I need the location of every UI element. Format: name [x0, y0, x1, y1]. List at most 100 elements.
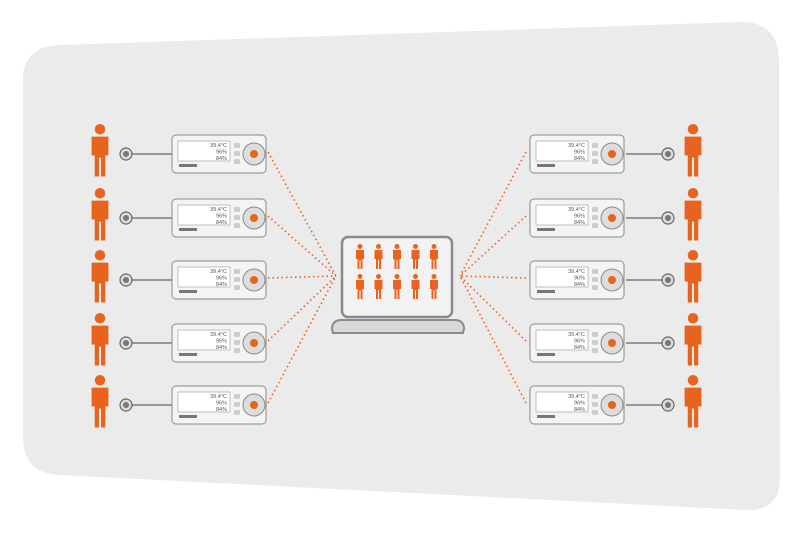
sensor-right-1 [661, 147, 675, 161]
device-reading-hr: 84% [574, 407, 585, 413]
person-body [91, 387, 109, 428]
person-head [376, 274, 381, 279]
person-body [356, 250, 364, 269]
device-indicator [179, 164, 197, 167]
device-button [592, 215, 598, 220]
device-reading-spo2: 96% [574, 150, 585, 156]
device-display [177, 204, 231, 226]
person-body [684, 136, 702, 177]
bedside-monitor-right-1: 39.4°C96%84% [529, 134, 625, 174]
sensor-core [665, 277, 671, 283]
device-reading-temp: 39.4°C [568, 269, 585, 275]
device-display [177, 140, 231, 162]
person-head [687, 375, 699, 386]
device-display [177, 391, 231, 413]
sensor-left-5 [119, 398, 133, 412]
person-head [94, 250, 106, 261]
device-knob-center [250, 214, 258, 222]
bedside-monitor-left-5: 39.4°C96%84% [171, 385, 267, 425]
person-body [684, 200, 702, 241]
device-button [234, 394, 240, 399]
person-head [687, 250, 699, 261]
bedside-monitor-right-4: 39.4°C96%84% [529, 323, 625, 363]
device-knob-center [250, 150, 258, 158]
device-button [592, 159, 598, 164]
device-button [234, 277, 240, 282]
device-display [535, 266, 589, 288]
device-button [234, 143, 240, 148]
device-reading-temp: 39.4°C [568, 394, 585, 400]
person-head [94, 375, 106, 386]
device-reading-temp: 39.4°C [210, 332, 227, 338]
device-button [592, 340, 598, 345]
device-reading-spo2: 96% [574, 339, 585, 345]
device-button [592, 394, 598, 399]
device-reading-hr: 84% [574, 345, 585, 351]
device-button [234, 410, 240, 415]
bedside-monitor-left-1: 39.4°C96%84% [171, 134, 267, 174]
data-link-right-4 [459, 275, 527, 342]
sensor-core [665, 402, 671, 408]
sensor-core [123, 277, 129, 283]
bedside-monitor-left-4: 39.4°C96%84% [171, 323, 267, 363]
patient-left-2 [91, 188, 109, 241]
device-button [234, 223, 240, 228]
bedside-monitor-left-3: 39.4°C96%84% [171, 260, 267, 300]
screen-patient-icon [374, 274, 383, 299]
central-station-laptop [330, 235, 466, 334]
device-button [234, 332, 240, 337]
device-button [592, 269, 598, 274]
device-reading-spo2: 96% [216, 214, 227, 220]
sensor-right-3 [661, 273, 675, 287]
device-button [234, 159, 240, 164]
sensor-left-4 [119, 336, 133, 350]
device-reading-hr: 84% [216, 282, 227, 288]
device-display [535, 204, 589, 226]
person-head [94, 124, 106, 135]
device-indicator [179, 290, 197, 293]
device-button [592, 277, 598, 282]
person-head [431, 274, 437, 279]
person-body [393, 250, 401, 269]
device-reading-temp: 39.4°C [210, 143, 227, 149]
device-reading-spo2: 96% [216, 401, 227, 407]
device-indicator [537, 290, 555, 293]
person-body [411, 280, 420, 299]
device-knob-center [608, 339, 616, 347]
device-reading-hr: 84% [216, 156, 227, 162]
device-reading-spo2: 96% [574, 401, 585, 407]
device-button [592, 207, 598, 212]
data-link-left-1 [267, 151, 337, 277]
person-head [394, 244, 400, 249]
screen-patient-icon [411, 274, 420, 299]
patient-right-3 [684, 250, 702, 303]
person-head [687, 188, 699, 199]
device-knob-center [250, 276, 258, 284]
screen-patient-icon [430, 244, 438, 269]
data-link-right-2 [459, 215, 527, 277]
sensor-right-2 [661, 211, 675, 225]
device-display [535, 391, 589, 413]
person-head [357, 244, 363, 249]
screen-patient-icon [356, 274, 364, 299]
data-link-right-1 [459, 151, 527, 277]
person-body [430, 250, 438, 269]
person-body [91, 325, 109, 366]
bedside-monitor-right-5: 39.4°C96%84% [529, 385, 625, 425]
device-button [234, 269, 240, 274]
device-reading-spo2: 96% [216, 276, 227, 282]
patient-left-1 [91, 124, 109, 177]
patient-left-4 [91, 313, 109, 366]
person-body [411, 250, 420, 269]
patient-left-5 [91, 375, 109, 428]
screen-patient-icon [356, 244, 364, 269]
person-head [94, 188, 106, 199]
screen-patient-icon [411, 244, 420, 269]
person-head [394, 274, 400, 279]
device-reading-spo2: 96% [574, 214, 585, 220]
device-reading-temp: 39.4°C [210, 394, 227, 400]
device-reading-hr: 84% [574, 156, 585, 162]
device-button [234, 348, 240, 353]
data-link-left-2 [267, 215, 337, 277]
